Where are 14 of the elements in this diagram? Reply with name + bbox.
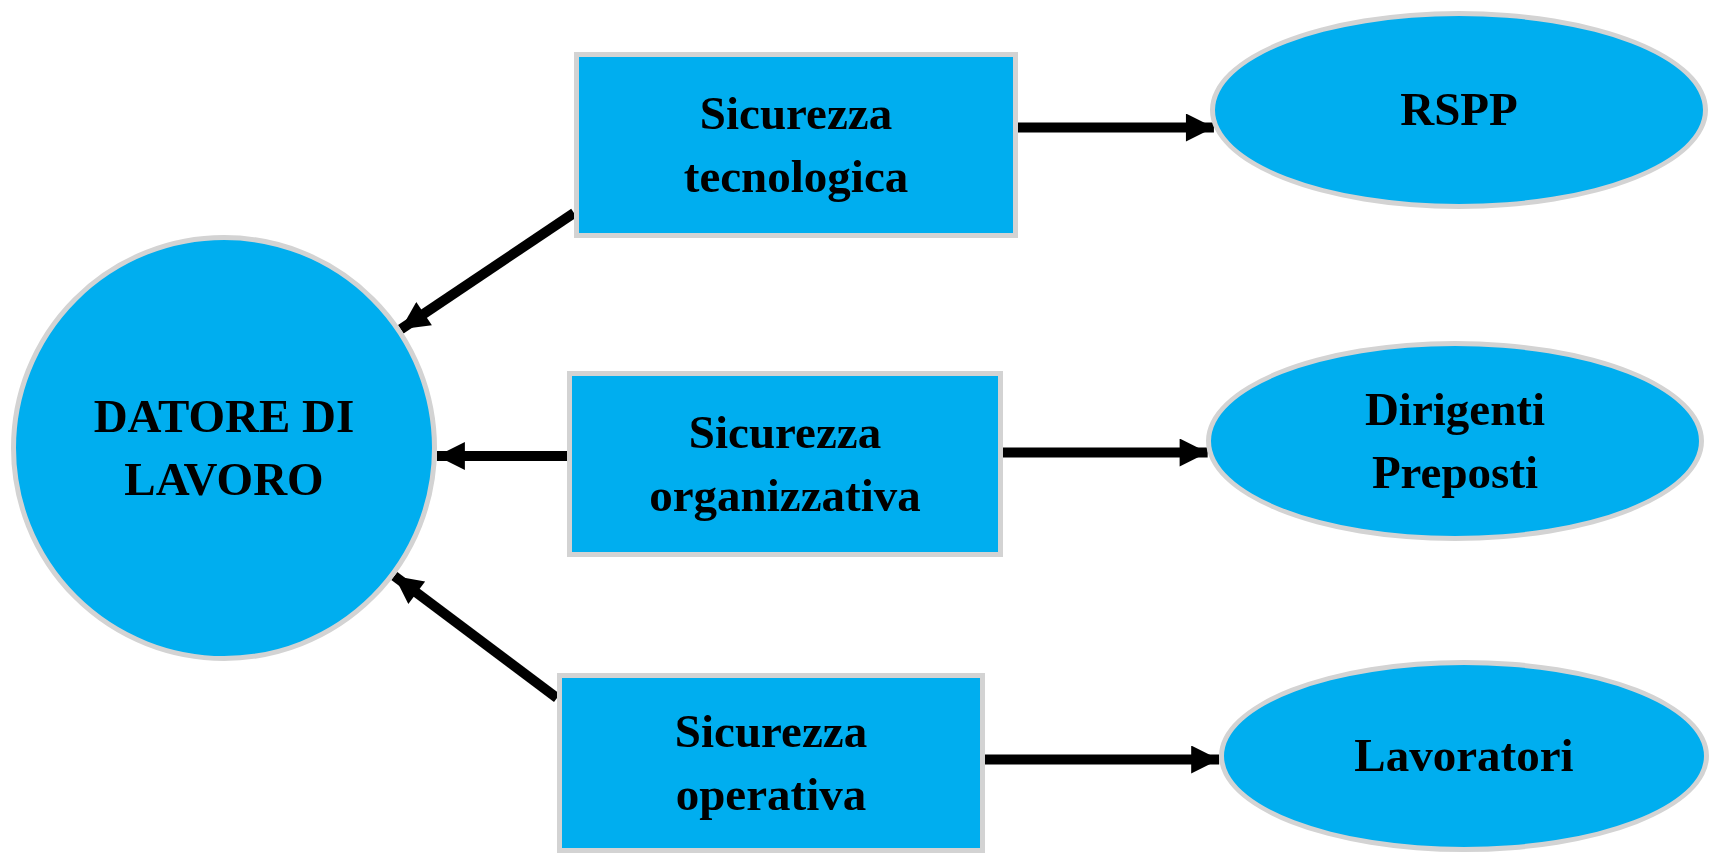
process-box: [557, 673, 985, 853]
node-label: Sicurezza tecnologica: [682, 85, 910, 204]
node-label: Lavoratori: [1353, 728, 1575, 784]
arrow: [985, 745, 1220, 774]
arrow: [436, 442, 567, 470]
process-box: [574, 52, 1018, 238]
arrow: [1003, 438, 1208, 467]
node-label: Dirigenti Preposti: [1363, 381, 1547, 500]
node-label: RSPP: [1399, 82, 1519, 138]
node-label: DATORE DI LAVORO: [92, 388, 356, 507]
node-label: Sicurezza organizzativa: [648, 404, 922, 523]
node-label: Sicurezza operativa: [673, 703, 869, 822]
process-box: [567, 371, 1003, 557]
arrow: [1018, 113, 1214, 142]
